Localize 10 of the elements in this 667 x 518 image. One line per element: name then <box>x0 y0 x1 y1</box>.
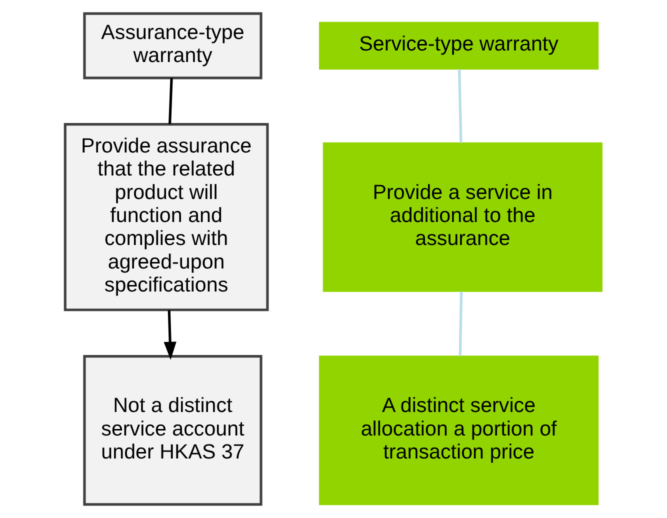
connector <box>458 291 463 356</box>
connector <box>168 78 173 124</box>
node-box: A distinct service allocation a portion of transaction price <box>319 356 599 506</box>
connector <box>458 69 462 143</box>
node-box: Assurance-type warranty <box>83 12 262 80</box>
node-box: Provide assurance that the related product will function and complies with agreed-upon specifications <box>64 123 269 312</box>
node-box: Service-type warranty <box>319 22 599 70</box>
node-box: Provide a service in additional to the assurance <box>322 142 602 292</box>
arrow <box>164 310 176 360</box>
node-box: Not a distinct service account under HKAS 37 <box>83 355 262 506</box>
